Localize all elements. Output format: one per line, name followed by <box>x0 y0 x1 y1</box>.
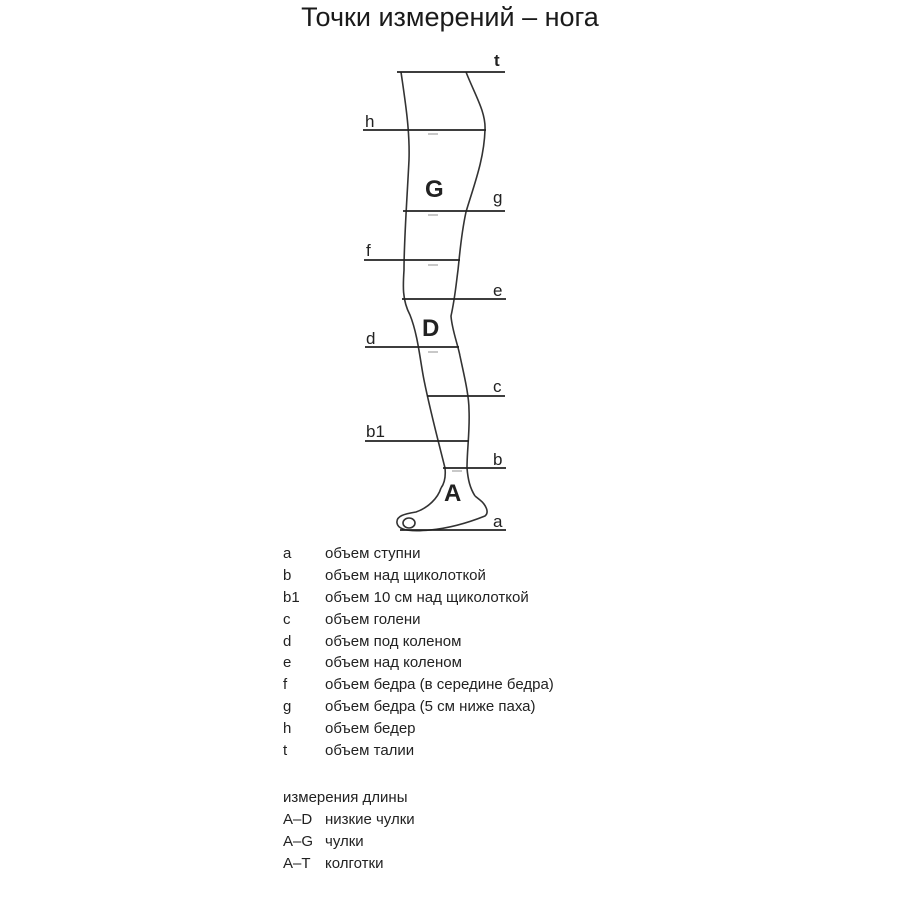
line-label-b: b <box>493 450 502 469</box>
legend-code: a <box>283 545 292 563</box>
length-item: A–G чулки <box>283 830 415 852</box>
legend-code: f <box>283 676 288 694</box>
length-measurements: измерения длины A–D низкие чулки A–G чул… <box>283 786 415 874</box>
line-label-b1: b1 <box>366 422 385 441</box>
legend-item: t объем талии <box>283 739 554 761</box>
leg-outline <box>396 71 488 532</box>
line-label-c: c <box>493 377 502 396</box>
axis-marks <box>428 133 462 472</box>
legend-item: g объем бедра (5 см ниже паха) <box>283 696 554 718</box>
legend-text: объем бедер <box>325 719 416 737</box>
legend-text: объем голени <box>325 610 421 628</box>
leg-front-contour <box>450 71 486 497</box>
legend-code: t <box>283 741 288 759</box>
length-text: низкие чулки <box>325 810 415 828</box>
legend-item: b объем над щиколоткой <box>283 565 554 587</box>
legend-item: a объем ступни <box>283 543 554 565</box>
region-label-g: G <box>425 176 444 203</box>
legend-text: объем талии <box>325 741 415 759</box>
legend-text: объем бедра (в середине бедра) <box>325 676 554 694</box>
legend-text: объем 10 см над щиколоткой <box>325 588 529 606</box>
line-label-d: d <box>366 329 375 348</box>
length-item: A–D низкие чулки <box>283 808 415 830</box>
length-text: колготки <box>325 854 384 872</box>
legend-code: g <box>283 697 292 715</box>
length-code: A–T <box>283 854 311 872</box>
region-label-d: D <box>422 315 439 342</box>
length-code: A–G <box>283 832 314 850</box>
legend-code: h <box>283 719 292 737</box>
region-label-a: A <box>444 480 461 507</box>
line-label-t: t <box>494 51 500 70</box>
line-label-f: f <box>366 241 371 260</box>
legend-item: b1 объем 10 см над щиколоткой <box>283 587 554 609</box>
legend: a объем ступни b объем над щиколоткой b1… <box>283 543 554 761</box>
line-label-e: e <box>493 281 502 300</box>
line-label-g: g <box>493 188 502 207</box>
legend-text: объем бедра (5 см ниже паха) <box>325 697 536 715</box>
page-title: Точки измерений – нога <box>301 2 599 32</box>
toe-detail <box>402 517 416 529</box>
line-label-a: a <box>493 512 503 531</box>
legend-code: c <box>283 610 291 628</box>
legend-item: c объем голени <box>283 608 554 630</box>
legend-code: e <box>283 654 292 672</box>
leg-back-contour <box>400 71 447 489</box>
legend-code: b <box>283 567 292 585</box>
legend-item: d объем под коленом <box>283 630 554 652</box>
legend-item: e объем над коленом <box>283 652 554 674</box>
line-label-h: h <box>365 112 374 131</box>
length-code: A–D <box>283 810 313 828</box>
legend-item: h объем бедер <box>283 717 554 739</box>
legend-code: d <box>283 632 292 650</box>
legend-text: объем над коленом <box>325 654 462 672</box>
legend-text: объем над щиколоткой <box>325 567 486 585</box>
legend-text: объем под коленом <box>325 632 462 650</box>
length-title: измерения длины <box>283 788 408 806</box>
length-item: A–T колготки <box>283 852 415 874</box>
length-text: чулки <box>325 832 364 850</box>
legend-text: объем ступни <box>325 545 421 563</box>
legend-item: f объем бедра (в середине бедра) <box>283 674 554 696</box>
leg-diagram: t h g f e d c b1 b a G D A <box>363 51 506 532</box>
legend-code: b1 <box>283 588 300 606</box>
measurement-lines <box>363 71 506 531</box>
